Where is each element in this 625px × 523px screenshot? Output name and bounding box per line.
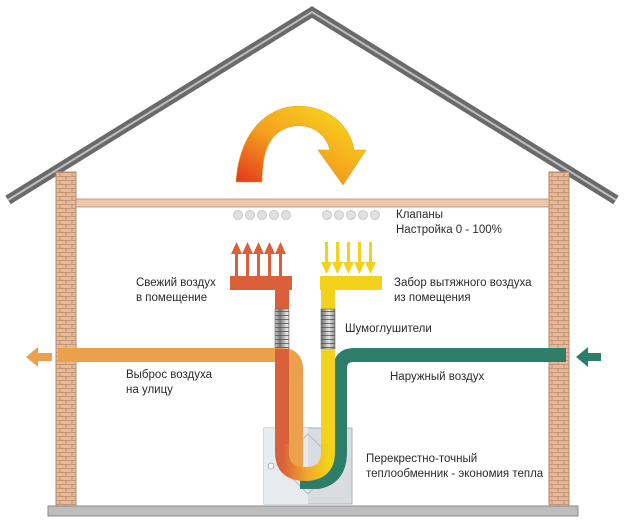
heat-exchanger-label: Перекрестно-точный теплообменник - эконо… [366, 452, 543, 482]
exhaust-duct-upper [321, 289, 335, 311]
roof [5, 6, 619, 205]
exhaust-intake-label-line1: Забор вытяжного воздуха [394, 277, 532, 289]
exhaust-out-label-line1: Выброс воздуха [126, 369, 213, 381]
valves-label-line2: Настройка 0 - 100% [396, 224, 502, 236]
fresh-air-label: Свежий воздух в помещение [136, 276, 216, 306]
exchanger-u-loop [275, 444, 335, 482]
valves-group [233, 210, 380, 220]
fresh-air-label-line2: в помещение [136, 292, 208, 304]
exhaust-out-arrow-icon [26, 347, 52, 367]
outdoor-air-arrow-icon [576, 347, 601, 367]
silencers-label-line1: Шумоглушители [345, 323, 432, 335]
valves-label-line1: Клапаны [396, 209, 444, 221]
exhaust-intake-manifold [320, 242, 382, 290]
exhaust-out-label: Выброс воздуха на улицу [126, 368, 212, 398]
exhaust-out-label-line2: на улицу [126, 384, 173, 396]
heat-exchanger-label-line1: Перекрестно-точный [366, 453, 478, 465]
heat-circulation-arrow-icon [235, 105, 367, 186]
heat-exchanger-label-line2: теплообменник - экономия тепла [366, 468, 544, 480]
outdoor-air-duct [300, 348, 566, 489]
silencer-left [274, 308, 290, 350]
fresh-air-duct-upper [275, 289, 289, 311]
outdoor-air-label: Наружный воздух [390, 370, 484, 385]
right-wall [548, 171, 570, 509]
silencers-label: Шумоглушители [345, 322, 432, 337]
ceiling-beam [75, 198, 550, 208]
fresh-air-label-line1: Свежий воздух [136, 277, 216, 289]
silencer-right [320, 308, 336, 350]
floor [47, 505, 579, 517]
left-wall [55, 171, 77, 509]
outdoor-air-label-line1: Наружный воздух [390, 371, 485, 383]
exhaust-intake-label: Забор вытяжного воздуха из помещения [394, 276, 532, 306]
exhaust-intake-label-line2: из помещения [394, 292, 471, 304]
fresh-air-manifold [230, 242, 292, 290]
valves-label: Клапаны Настройка 0 - 100% [396, 208, 502, 238]
